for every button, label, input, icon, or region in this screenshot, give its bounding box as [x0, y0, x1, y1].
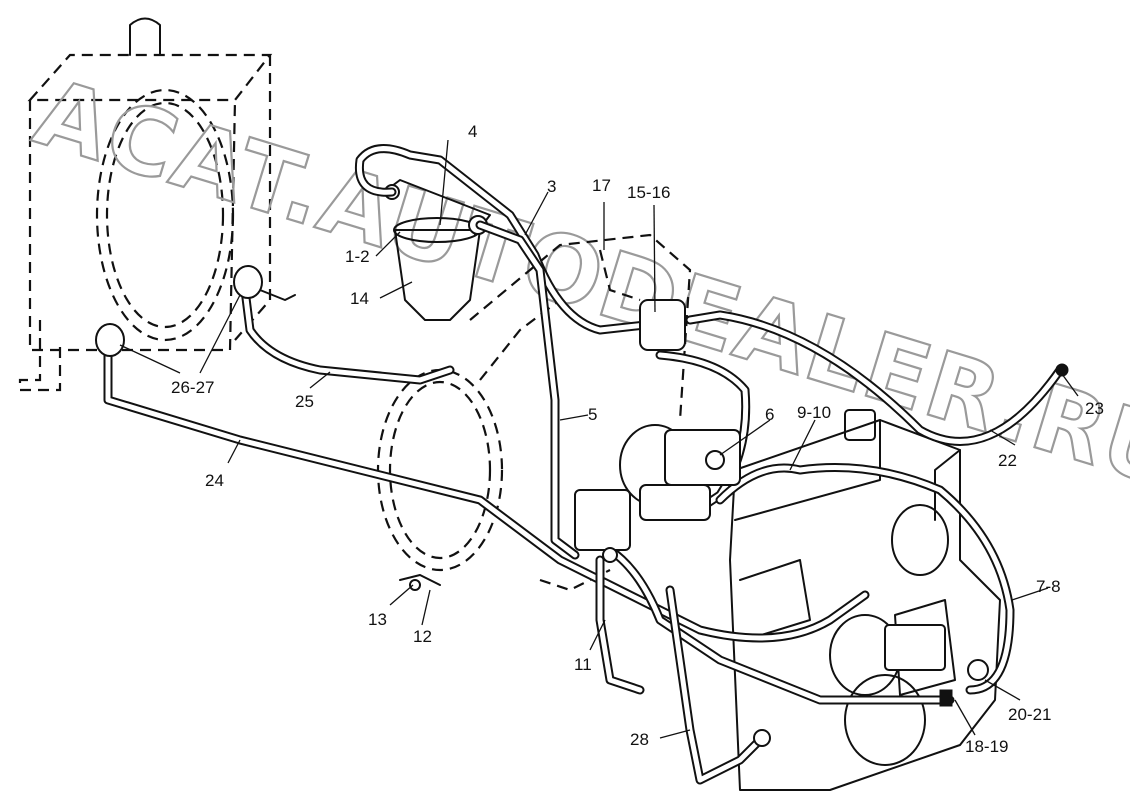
- callout-12: 12: [413, 627, 432, 646]
- callout-6: 6: [765, 405, 774, 424]
- callout-15-16: 15-16: [627, 183, 670, 202]
- callout-22: 22: [998, 451, 1017, 470]
- callout-14: 14: [350, 289, 369, 308]
- callout-25: 25: [295, 392, 314, 411]
- callout-26-27: 26-27: [171, 378, 214, 397]
- leader-lines: [119, 139, 1079, 739]
- callout-13: 13: [368, 610, 387, 629]
- callout-3: 3: [547, 177, 556, 196]
- callout-17: 17: [592, 176, 611, 195]
- callout-4: 4: [468, 122, 477, 141]
- fittings: [95, 265, 1069, 747]
- callout-labels: 4 3 17 15-16 1-2 14 26-27 25 5 6 9-10 23…: [171, 122, 1104, 756]
- callout-5: 5: [588, 405, 597, 424]
- callout-20-21: 20-21: [1008, 705, 1051, 724]
- callout-24: 24: [205, 471, 224, 490]
- callout-7-8: 7-8: [1036, 577, 1061, 596]
- callout-9-10: 9-10: [797, 403, 831, 422]
- callout-11: 11: [574, 655, 592, 674]
- callout-18-19: 18-19: [965, 737, 1008, 756]
- callout-23: 23: [1085, 399, 1104, 418]
- callout-28: 28: [630, 730, 649, 749]
- callout-1-2: 1-2: [345, 247, 370, 266]
- pipe-lines: [103, 144, 1065, 785]
